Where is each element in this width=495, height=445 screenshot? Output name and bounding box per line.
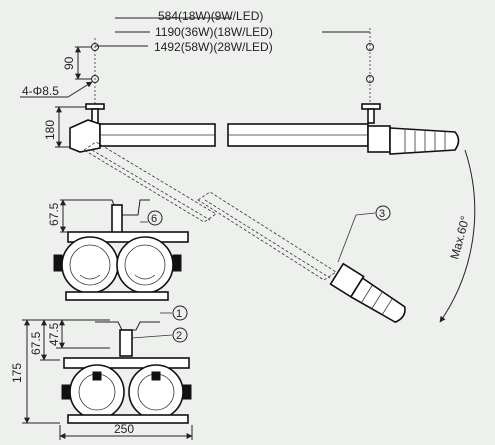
callout-3: 3 [379,208,385,220]
luminaire-horizontal [69,103,460,155]
dim-max-angle: Max.60° [447,214,472,260]
dim-front-height-a: 67.5 [29,331,43,355]
height-dimension: 180 [43,106,88,148]
dim-height-top: 180 [43,120,57,140]
tilt-angle: Max.60° [439,149,476,323]
dim-total-width: 250 [114,422,134,436]
side-view: 67.5 6 [47,199,189,301]
dim-hole-spacing: 90 [62,56,76,70]
dim-side-bracket: 67.5 [47,202,61,226]
hole-dimension: 90 4-Φ8.5 [20,43,374,98]
dim-holes: 4-Φ8.5 [22,84,59,98]
front-view: 175 67.5 47.5 1 2 250 [10,305,193,440]
callout-1: 1 [176,308,182,320]
dim-length-18w: 584(18W)(9W/LED) [158,9,263,23]
callout-6: 6 [151,213,157,225]
luminaire-tilted: 3 [83,141,406,324]
dim-total-height: 175 [10,363,24,383]
length-dimensions: 584(18W)(9W/LED) 1190(36W)(18W/LED) 1492… [94,9,371,110]
dim-length-58w: 1492(58W)(28W/LED) [154,40,273,54]
dim-front-height-b: 47.5 [47,322,61,346]
callout-2: 2 [176,330,182,342]
dim-length-36w: 1190(36W)(18W/LED) [155,25,273,39]
